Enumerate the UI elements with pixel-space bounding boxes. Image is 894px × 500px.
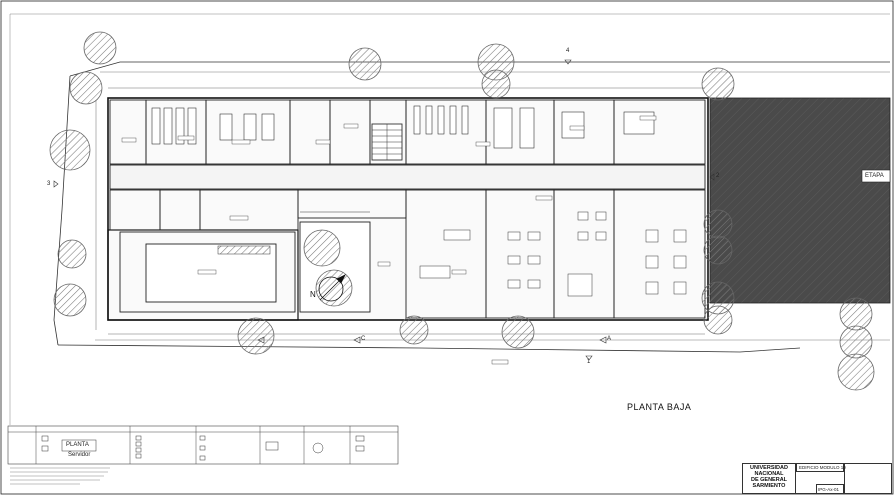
classroom-tables [419, 211, 687, 297]
tree [701, 67, 735, 101]
legend-server-box-label: PLANTA [66, 442, 89, 448]
north-arrow [318, 274, 346, 302]
axis-label-a: A [607, 336, 612, 342]
university-line-1: UNIVERSIDAD [750, 465, 788, 471]
legend-symbols [41, 435, 365, 461]
lab-counter [217, 245, 271, 255]
trees [49, 31, 875, 391]
axis-label-top: 4 [566, 48, 570, 54]
tree [69, 71, 103, 105]
axis-label-left: 3 [47, 181, 51, 187]
neighbor-building [709, 97, 891, 304]
tree [399, 315, 429, 345]
stair [371, 123, 403, 161]
tree [57, 239, 87, 269]
axis-label-bottom: 1 [587, 359, 591, 365]
top-rooms [109, 99, 706, 165]
tree [703, 235, 733, 265]
neighbor-label-box [861, 169, 891, 183]
plan-title: PLANTA BAJA [627, 402, 692, 412]
tree [839, 325, 873, 359]
neighbor-label: ETAPA [865, 173, 884, 179]
axis-label-c: C [361, 336, 366, 342]
university-line-2: NACIONAL [754, 471, 784, 477]
site-boundary-bottom [57, 344, 801, 353]
tree [501, 315, 535, 349]
legend-dividers [8, 426, 398, 464]
tree [839, 297, 873, 331]
legend-server-label: Servidor [68, 452, 91, 458]
university-line-4: SARMIENTO [752, 483, 786, 489]
tree [348, 47, 382, 81]
axis-markers [53, 59, 715, 361]
site-boundary [69, 61, 890, 77]
lower-rooms [109, 189, 706, 319]
tree [703, 305, 733, 335]
tree [237, 317, 275, 355]
title-block-university-cell [742, 463, 796, 494]
tree [481, 69, 511, 99]
tree [53, 283, 87, 317]
title-block-logo-cell [844, 463, 892, 494]
tree [303, 229, 341, 267]
title-block-sheet-cell [816, 484, 844, 494]
title-block-university: UNIVERSIDAD NACIONAL DE GENERAL SARMIENT… [744, 465, 794, 489]
title-block-project-cell [796, 463, 844, 472]
lab-benches [151, 105, 655, 149]
tree [703, 209, 733, 239]
notes-lines [10, 467, 110, 485]
tree [837, 353, 875, 391]
axis-label-right: 2 [716, 173, 720, 179]
room-tags [121, 115, 657, 365]
tree [83, 31, 117, 65]
university-line-3: DE GENERAL [750, 477, 788, 483]
main-corridor [109, 164, 706, 190]
title-block-project: EDIFICIO MODULO 10 [799, 465, 846, 470]
tree [49, 129, 91, 171]
north-label: N [310, 290, 316, 299]
title-block-sheet-code: IPG-Ax-01 [818, 487, 840, 492]
